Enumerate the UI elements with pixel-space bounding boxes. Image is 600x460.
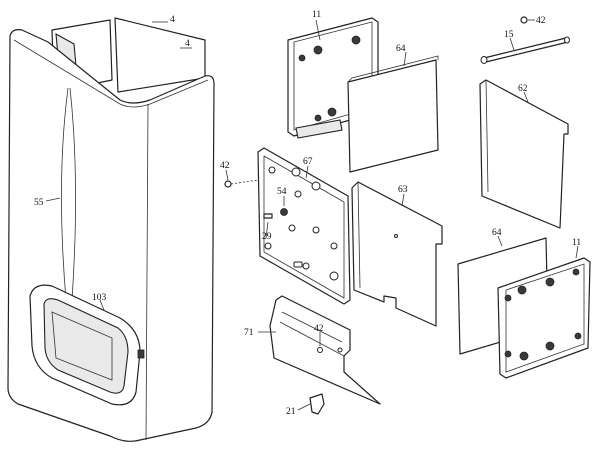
fastener-29 (263, 213, 273, 219)
callout-29: 29 (262, 232, 272, 242)
callout-21: 21 (286, 407, 296, 417)
hole (291, 167, 301, 177)
hole (504, 294, 512, 302)
hole (327, 107, 337, 117)
hole (337, 347, 343, 353)
callout-11b: 11 (572, 238, 581, 248)
panel-63-edge (357, 181, 361, 289)
callout-103: 103 (92, 293, 107, 303)
knob-21 (309, 393, 325, 415)
bracket-71 (269, 295, 381, 405)
callout-64a: 64 (396, 44, 406, 54)
callout-11a: 11 (312, 10, 321, 20)
hole (519, 351, 529, 361)
hole (572, 268, 580, 276)
hole (330, 242, 338, 250)
plate-67 (257, 147, 351, 305)
window-inner-edge (51, 311, 113, 381)
insulation-64-top (347, 59, 439, 173)
casing-assembly (7, 17, 215, 442)
callout-4a: 4 (170, 15, 175, 25)
back-plate-11-bottom (497, 257, 591, 379)
casing-top-rim (13, 39, 209, 108)
hole (351, 35, 361, 45)
hole (317, 347, 323, 353)
callout-67: 67 (303, 157, 313, 167)
insulation-62-edge (485, 79, 489, 193)
hole (302, 262, 310, 270)
front-crease-55 (61, 87, 69, 301)
hole (504, 350, 512, 358)
fastener-54 (280, 208, 288, 216)
callout-4b: 4 (185, 39, 190, 49)
callout-labels: 4 4 11 64 42 15 62 42 67 63 54 29 55 103… (34, 10, 581, 417)
hole (311, 181, 321, 191)
callout-42c: 42 (314, 324, 324, 334)
callout-55: 55 (34, 198, 44, 208)
screw-42-left (224, 180, 232, 188)
hole (268, 166, 276, 174)
slot (293, 261, 303, 268)
callout-42b: 42 (220, 161, 230, 171)
hole (288, 224, 296, 232)
callout-54: 54 (277, 187, 287, 197)
plate-flange (295, 119, 343, 139)
insulation-64-top-edge (347, 55, 439, 83)
rod-15 (480, 36, 570, 64)
hole (545, 341, 555, 351)
window-latch (137, 349, 145, 359)
insulation-62 (479, 79, 569, 229)
callout-62: 62 (518, 84, 528, 94)
hole (517, 285, 527, 295)
screw-42-top (520, 16, 528, 24)
hole (264, 242, 272, 250)
callout-42a: 42 (536, 16, 546, 26)
hole (329, 271, 339, 281)
hole (545, 277, 555, 287)
callout-71: 71 (244, 328, 254, 338)
window-opening-103 (43, 298, 129, 394)
hole (314, 114, 322, 122)
panel-63 (351, 181, 443, 327)
front-crease-55b (69, 87, 76, 301)
casing-corner-edge (145, 103, 149, 441)
screw-line (230, 179, 259, 185)
hole (312, 226, 320, 234)
hole (298, 54, 306, 62)
callout-63: 63 (398, 185, 408, 195)
hole (313, 45, 323, 55)
hole (294, 190, 302, 198)
callout-15: 15 (504, 30, 514, 40)
hole (394, 234, 398, 238)
hole (574, 332, 582, 340)
leader-lines (45, 19, 579, 411)
side-panel-4-front (114, 17, 206, 93)
callout-64b: 64 (492, 228, 502, 238)
